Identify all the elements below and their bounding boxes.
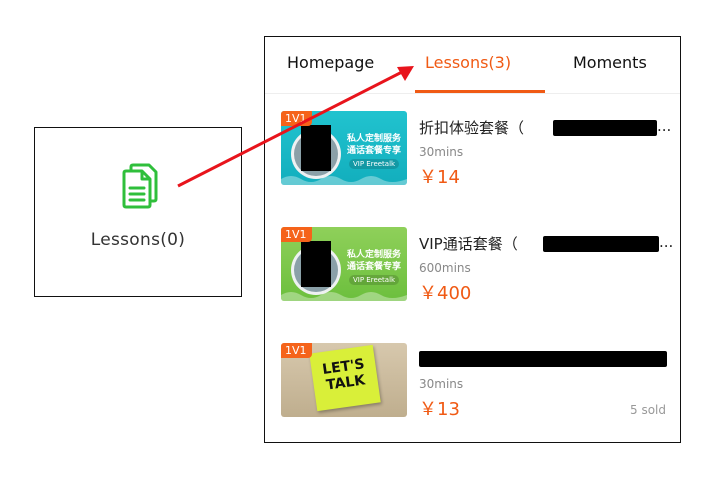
lesson-item[interactable]: 私人定制服务 通话套餐专享 VIP Ereetalk 1V1 折扣体验套餐（ .…: [281, 111, 671, 191]
lesson-thumbnail: 私人定制服务 通话套餐专享 VIP Ereetalk 1V1: [281, 111, 407, 185]
active-tab-indicator: [415, 90, 545, 93]
wave-decoration: [281, 292, 407, 301]
lesson-duration: 600mins: [419, 261, 471, 275]
redaction-block: [419, 351, 667, 367]
lesson-price: ￥400: [419, 283, 472, 304]
one-on-one-badge: 1V1: [281, 343, 312, 358]
tab-lessons[interactable]: Lessons(3): [425, 53, 512, 72]
redaction-block: [301, 125, 331, 171]
document-icon: [122, 163, 158, 209]
redaction-block: [553, 120, 657, 136]
thumbnail-tag: VIP Ereetalk: [349, 275, 400, 285]
empty-lessons-card: Lessons(0): [34, 127, 242, 297]
lesson-price: ￥13: [419, 399, 460, 420]
tab-moments[interactable]: Moments: [573, 53, 647, 72]
profile-lessons-panel: Homepage Lessons(3) Moments 私人定制服务 通话套餐专…: [264, 36, 681, 443]
tab-homepage[interactable]: Homepage: [287, 53, 375, 72]
sold-count: 5 sold: [630, 403, 666, 417]
lesson-item[interactable]: LET'S TALK 1V1 30mins ￥13 5 sold: [281, 343, 667, 423]
lesson-title: 折扣体验套餐（: [419, 119, 525, 137]
lesson-thumbnail: LET'S TALK 1V1: [281, 343, 407, 417]
thumbnail-text: 私人定制服务 通话套餐专享: [347, 134, 402, 156]
wave-decoration: [281, 176, 407, 185]
thumbnail-text: 私人定制服务 通话套餐专享: [347, 250, 402, 272]
lesson-thumbnail: 私人定制服务 通话套餐专享 VIP Ereetalk 1V1: [281, 227, 407, 301]
tab-bar: Homepage Lessons(3) Moments: [265, 37, 680, 94]
title-ellipsis: ...: [659, 233, 674, 251]
lesson-price: ￥14: [419, 167, 460, 188]
sticky-note-image: LET'S TALK: [309, 344, 381, 412]
one-on-one-badge: 1V1: [281, 227, 312, 242]
lesson-duration: 30mins: [419, 377, 464, 391]
lesson-title: VIP通话套餐（: [419, 235, 518, 253]
one-on-one-badge: 1V1: [281, 111, 312, 126]
title-ellipsis: ...: [657, 117, 672, 135]
thumbnail-tag: VIP Ereetalk: [349, 159, 400, 169]
redaction-block: [301, 241, 331, 287]
empty-lessons-label: Lessons(0): [90, 230, 186, 250]
lesson-duration: 30mins: [419, 145, 464, 159]
redaction-block: [543, 236, 659, 252]
lesson-item[interactable]: 私人定制服务 通话套餐专享 VIP Ereetalk 1V1 VIP通话套餐（ …: [281, 227, 673, 307]
